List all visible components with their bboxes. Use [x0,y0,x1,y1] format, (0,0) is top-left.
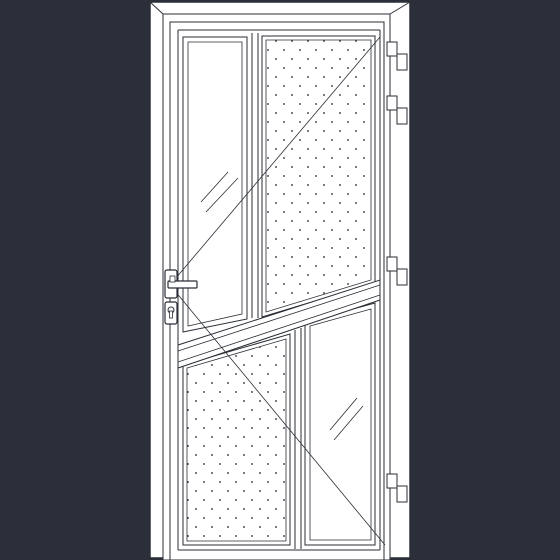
glass-reflection-mark [200,171,229,203]
glass-reflection-mark [333,405,364,441]
sash-outline [177,29,381,551]
opening-swing-lines [169,36,386,546]
glazing-panels [182,35,376,546]
lock-cylinder-icon [164,301,178,325]
hinge-icon [386,95,408,125]
hinge-icon [386,41,408,71]
hinge-icon [386,473,408,503]
glass-reflection-mark [329,397,358,431]
clear-glass-panel-lower-right [304,302,376,546]
glass-reflection-mark [205,177,239,213]
clear-glass-panel-upper-left [182,36,248,333]
hinge-icon [386,256,408,286]
patterned-glass-panel-upper-right [261,35,376,318]
hinges [386,41,408,503]
patterned-glass-panel-lower-left [182,333,291,546]
lever-handle-icon [164,269,198,299]
mullions [251,33,302,549]
